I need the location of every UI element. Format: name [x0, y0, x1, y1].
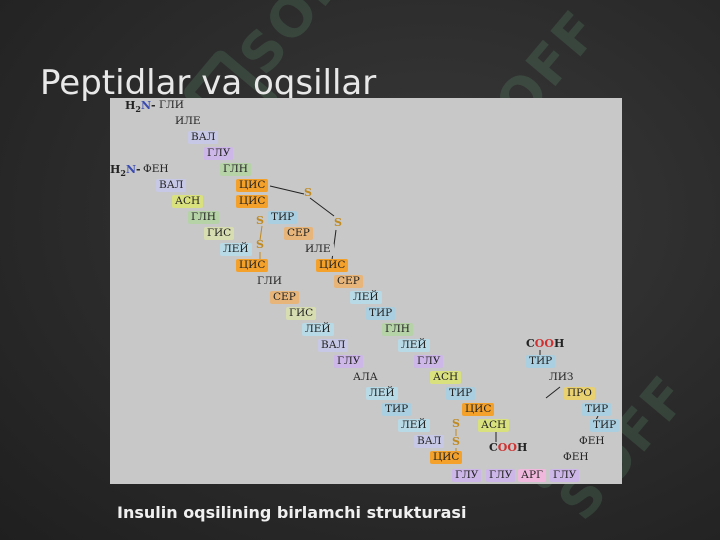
c-terminus-label: COOH [489, 441, 528, 454]
disulfide-bonds [259, 185, 599, 452]
amino-acid-residue: СЕР [270, 291, 299, 304]
c-terminus-label: COOH [526, 337, 565, 350]
amino-acid-residue: ЛЕЙ [366, 387, 398, 400]
amino-acid-residue: ГЛУ [414, 355, 444, 368]
amino-acid-residue: ГЛУ [334, 355, 364, 368]
amino-acid-residue: ВАЛ [156, 179, 187, 192]
amino-acid-residue: ЛЕЙ [220, 243, 252, 256]
amino-acid-residue: ФЕН [140, 163, 172, 176]
amino-acid-residue: ГЛН [382, 323, 413, 336]
n-terminus-label: H2N- [125, 99, 156, 115]
amino-acid-residue: ТИР [446, 387, 476, 400]
amino-acid-residue: ГЛН [188, 211, 219, 224]
amino-acid-residue: ЦИС [316, 259, 349, 272]
amino-acid-residue: АСН [478, 419, 510, 432]
amino-acid-residue: ИЛЕ [302, 243, 334, 256]
sulfur-atom: S [334, 216, 342, 229]
sulfur-atom: S [256, 238, 264, 251]
amino-acid-residue: ТИР [268, 211, 298, 224]
amino-acid-residue: ЦИС [236, 195, 269, 208]
amino-acid-residue: ГИС [204, 227, 235, 240]
amino-acid-residue: ЦИС [462, 403, 495, 416]
amino-acid-residue: ИЛЕ [172, 115, 204, 128]
amino-acid-residue: АСН [430, 371, 462, 384]
amino-acid-residue: ТИР [526, 355, 556, 368]
sulfur-atom: S [452, 417, 460, 430]
amino-acid-residue: ЦИС [236, 259, 269, 272]
amino-acid-residue: ПРО [564, 387, 595, 400]
n-terminus-label: H2N- [110, 163, 141, 179]
amino-acid-residue: ЛЕЙ [302, 323, 334, 336]
amino-acid-residue: ТИР [366, 307, 396, 320]
amino-acid-residue: АРГ [518, 469, 546, 482]
amino-acid-residue: ГЛУ [204, 147, 234, 160]
sulfur-atom: S [304, 186, 312, 199]
amino-acid-residue: ЛЕЙ [398, 419, 430, 432]
amino-acid-residue: ТИР [382, 403, 412, 416]
sulfur-atom: S [256, 214, 264, 227]
amino-acid-residue: ГЛУ [486, 469, 516, 482]
amino-acid-residue: АЛА [350, 371, 381, 384]
sulfur-atom: S [452, 435, 460, 448]
amino-acid-residue: ГЛИ [156, 99, 187, 112]
amino-acid-residue: ТИР [582, 403, 612, 416]
amino-acid-residue: ГЛИ [254, 275, 285, 288]
amino-acid-residue: СЕР [284, 227, 313, 240]
amino-acid-residue: СЕР [334, 275, 363, 288]
insulin-structure-figure: ГЛИ ИЛЕ ВАЛ ГЛУ ГЛН ЦИС ЦИС ТИР СЕР ИЛЕ ЦИС СЕР ЛЕЙ Т… [110, 98, 622, 484]
amino-acid-residue: ВАЛ [318, 339, 349, 352]
amino-acid-residue: ЦИС [430, 451, 463, 464]
amino-acid-residue: ГЛН [220, 163, 251, 176]
amino-acid-residue: ЛИЗ [546, 371, 577, 384]
amino-acid-residue: ГЛУ [452, 469, 482, 482]
amino-acid-residue: ГИС [286, 307, 317, 320]
amino-acid-residue: ФЕН [560, 451, 592, 464]
amino-acid-residue: АСН [172, 195, 204, 208]
slide-title: Peptidlar va oqsillar [40, 62, 377, 103]
amino-acid-residue: ВАЛ [188, 131, 219, 144]
amino-acid-residue: ЦИС [236, 179, 269, 192]
amino-acid-residue: ТИР [590, 419, 620, 432]
amino-acid-residue: ЛЕЙ [350, 291, 382, 304]
figure-caption: Insulin oqsilining birlamchi strukturasi [117, 503, 467, 522]
amino-acid-residue: ВАЛ [414, 435, 445, 448]
amino-acid-residue: ФЕН [576, 435, 608, 448]
amino-acid-residue: ГЛУ [550, 469, 580, 482]
amino-acid-residue: ЛЕЙ [398, 339, 430, 352]
